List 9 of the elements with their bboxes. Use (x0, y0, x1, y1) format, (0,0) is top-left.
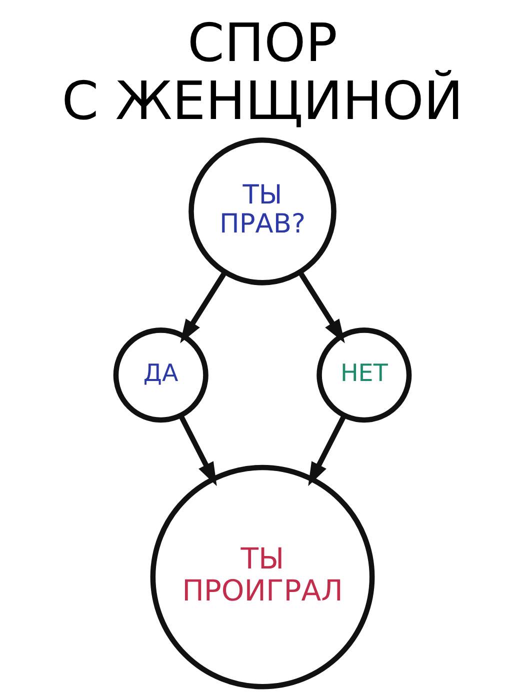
node-circle: ТЫ ПРОИГРАЛ (150, 464, 375, 690)
diagram-title: СПОР С ЖЕНЩИНОЙ (62, 12, 464, 132)
node-circle: НЕТ (316, 328, 412, 423)
arrow (180, 270, 228, 344)
arrow (308, 414, 346, 486)
arrow (298, 270, 345, 344)
arrow (178, 414, 217, 486)
node-circle: ДА (113, 328, 208, 423)
node-circle: ТЫ ПРАВ? (188, 137, 336, 286)
